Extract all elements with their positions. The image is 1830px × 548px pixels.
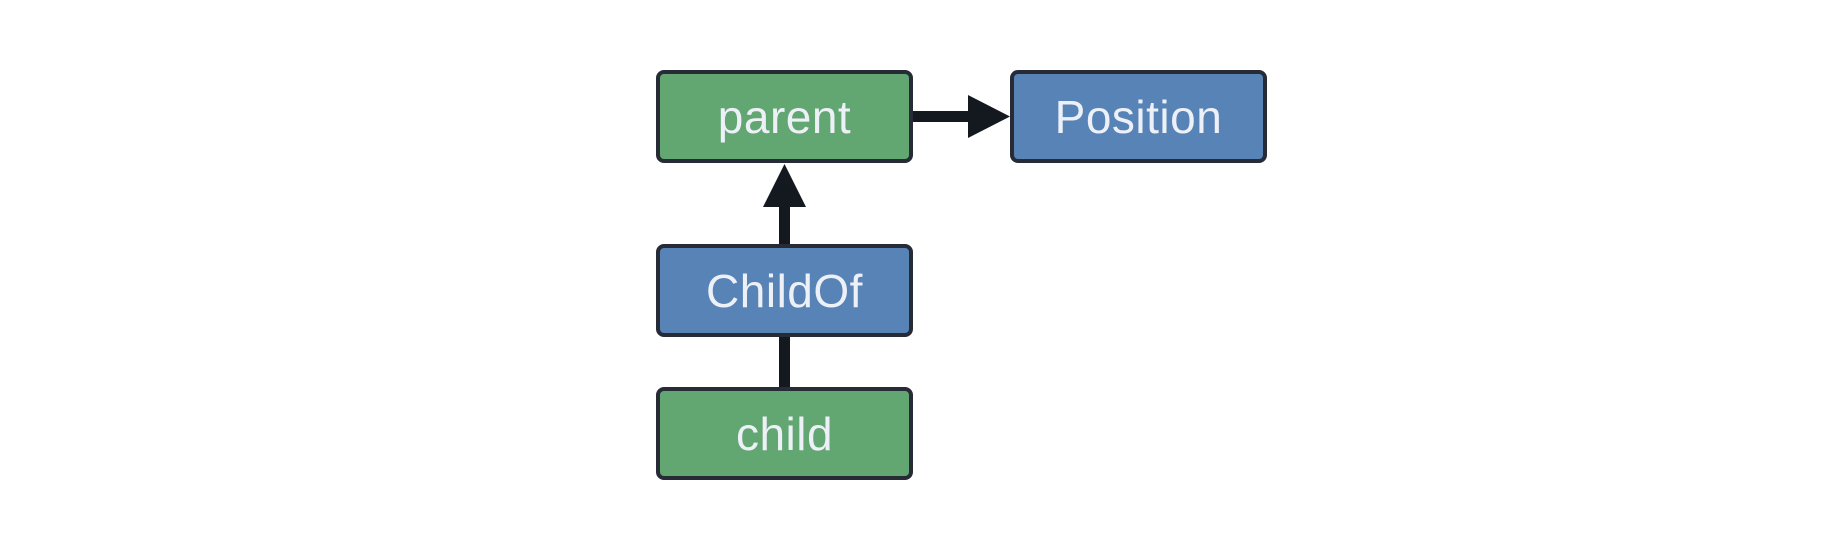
node-parent-label: parent — [717, 90, 852, 143]
node-position: Position — [1010, 70, 1267, 163]
node-childof: ChildOf — [656, 244, 913, 337]
node-child-label: child — [735, 407, 834, 460]
node-childof-label: ChildOf — [706, 264, 863, 317]
arrowhead-up-icon — [763, 164, 806, 207]
edge-parent-to-position-arrow — [911, 95, 1010, 138]
arrowhead-right-icon — [968, 95, 1010, 138]
node-parent: parent — [656, 70, 913, 163]
edge-childof-to-parent-arrow — [763, 164, 806, 246]
node-child: child — [656, 387, 913, 480]
node-position-label: Position — [1054, 90, 1223, 143]
